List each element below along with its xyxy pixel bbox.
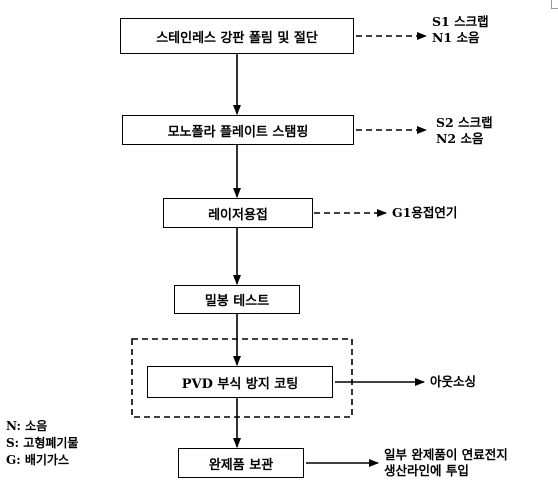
output-label-s6: 일부 완제품이 연료전지 생산라인에 투입 (384, 447, 508, 478)
step-box-pvd-coating: PVD 부식 방지 코팅 (147, 366, 333, 398)
output-label-s1: S1 스크랩 N1 소음 (432, 14, 489, 45)
corner-mark (551, 0, 558, 9)
step-label: 완제품 보관 (208, 457, 274, 473)
legend-item: N: 소음 (6, 419, 48, 433)
output-label-s3: G1용접연기 (392, 205, 458, 220)
step-label: PVD 부식 방지 코팅 (181, 376, 299, 392)
step-box-laser-welding: 레이저용접 (163, 198, 313, 228)
legend-item: G: 배기가스 (6, 453, 70, 467)
step-label: 모노폴라 플레이트 스탬핑 (167, 124, 309, 140)
step-label: 밀봉 테스트 (204, 294, 270, 309)
outsourcing-frame (131, 338, 353, 418)
step-box-stamping: 모노폴라 플레이트 스탬핑 (122, 115, 354, 145)
legend: N: 소음 S: 고형폐기물 G: 배기가스 (6, 418, 78, 469)
output-label-s2: S2 스크랩 N2 소음 (436, 115, 493, 146)
output-label-s5: 아웃소싱 (430, 374, 477, 389)
step-box-polishing-cutting: 스테인레스 강판 폴림 및 절단 (120, 18, 354, 54)
step-label: 스테인레스 강판 폴림 및 절단 (156, 30, 318, 46)
step-box-storage: 완제품 보관 (178, 448, 304, 478)
step-box-seal-test: 밀봉 테스트 (174, 285, 300, 314)
legend-item: S: 고형폐기물 (6, 436, 79, 450)
step-label: 레이저용접 (208, 207, 268, 223)
